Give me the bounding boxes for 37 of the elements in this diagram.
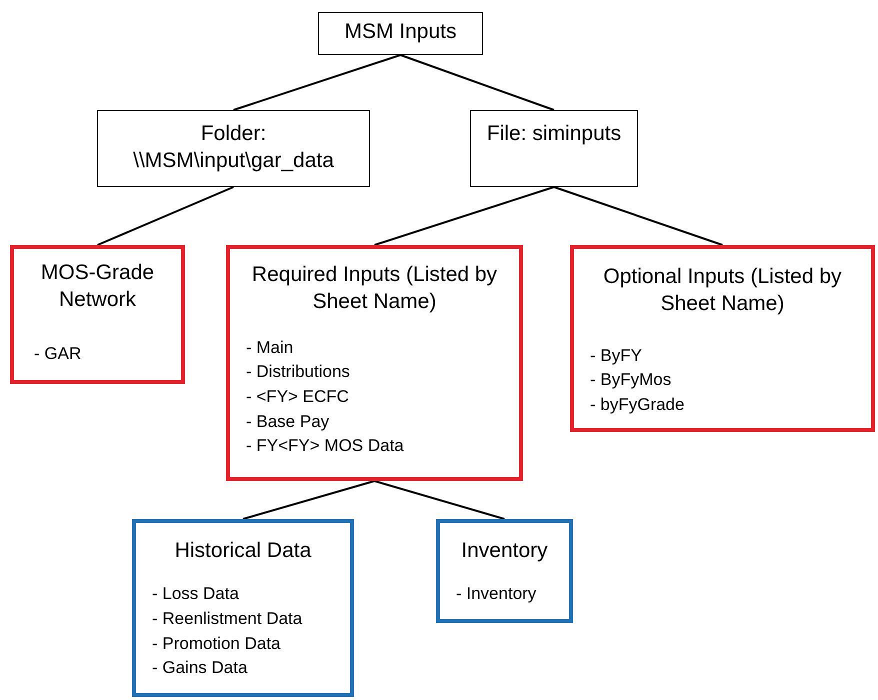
connector-line — [400, 54, 554, 111]
list-item: - FY<FY> MOS Data — [245, 435, 404, 458]
box-heading: Optional Inputs (Listed by Sheet Name) — [602, 264, 843, 318]
input-group-box — [570, 245, 875, 432]
connector-line — [97, 186, 234, 246]
data-box — [132, 519, 354, 697]
box-heading: Historical Data — [174, 538, 312, 564]
list-item: - Base Pay — [245, 410, 330, 433]
text-box — [97, 110, 370, 187]
connector-line — [242, 480, 375, 520]
list-item: - Reenlistment Data — [151, 608, 302, 630]
list-item: - Loss Data — [151, 583, 239, 606]
list-item: - byFyGrade — [589, 394, 684, 416]
list-item: - GAR — [33, 342, 82, 365]
list-item: - Main — [245, 336, 294, 359]
input-group-box — [226, 245, 523, 481]
connector-line — [233, 54, 401, 111]
list-item: - Gains Data — [151, 657, 248, 680]
list-item: - Distributions — [245, 361, 350, 384]
data-box — [436, 519, 573, 623]
box-heading: Inventory — [460, 538, 549, 564]
box-heading: Folder: \\MSM\input\gar_data — [132, 121, 335, 174]
input-group-box — [10, 245, 185, 384]
connector-line — [374, 480, 505, 520]
text-box — [470, 110, 638, 187]
text-box — [318, 12, 483, 55]
box-heading: Required Inputs (Listed by Sheet Name) — [250, 262, 498, 316]
box-heading: MOS-Grade Network — [40, 260, 156, 314]
list-item: - Promotion Data — [151, 632, 280, 655]
list-item: - <FY> ECFC — [245, 386, 349, 408]
list-item: - ByFY — [589, 344, 642, 367]
box-heading: MSM Inputs — [343, 19, 458, 45]
list-item: - ByFyMos — [589, 369, 672, 392]
box-heading: File: siminputs — [486, 121, 622, 147]
list-item: - Inventory — [455, 583, 536, 606]
connector-line — [554, 186, 723, 246]
connector-line — [374, 186, 554, 246]
